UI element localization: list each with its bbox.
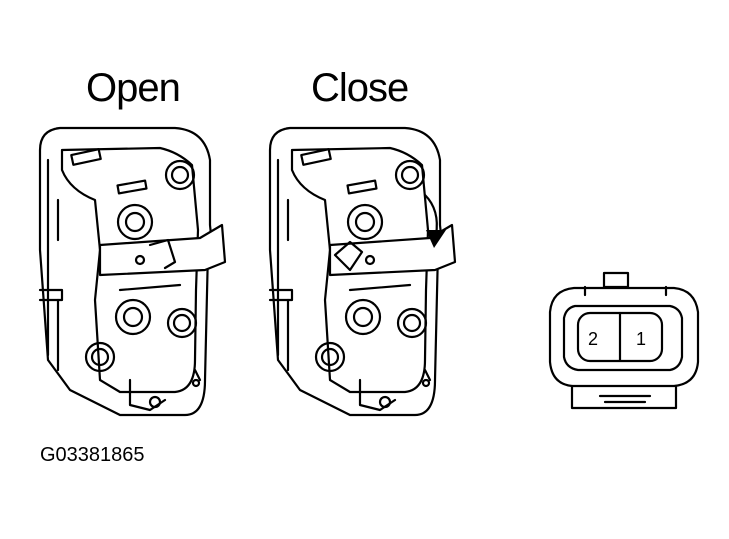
close-label: Close [311,66,409,110]
latch-close-drawing [268,126,457,417]
pawl-closed [333,240,364,272]
connector-pin-1: 1 [636,329,647,349]
figure-id: G03381865 [40,444,145,466]
pawl-open [148,238,177,270]
open-label: Open [86,66,181,110]
latch-open-drawing [38,126,227,417]
connector-drawing [548,271,700,410]
arrow-head [426,230,446,248]
connector-pin-2: 2 [588,329,599,349]
